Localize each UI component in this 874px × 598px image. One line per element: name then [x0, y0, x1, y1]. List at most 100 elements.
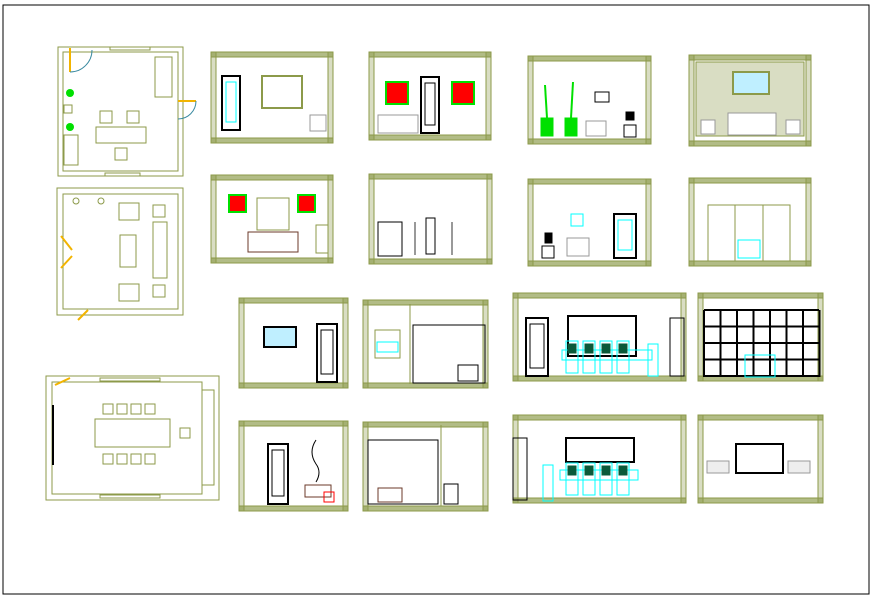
door-leaf — [60, 255, 73, 269]
sliding-door — [707, 204, 791, 262]
ceiling-hatch — [527, 178, 652, 185]
chair-back — [567, 465, 577, 476]
office-elevation-c — [527, 55, 652, 145]
armchair — [99, 110, 113, 124]
wall-hatch-left — [697, 414, 704, 504]
door — [613, 213, 637, 259]
lounge-elevation-b — [368, 173, 493, 265]
chair — [116, 453, 128, 465]
outer-wall — [56, 187, 184, 316]
floor-hatch — [527, 260, 652, 267]
ceiling-hatch — [238, 297, 349, 304]
cabinet — [669, 317, 685, 377]
wall-hatch-right — [327, 51, 334, 144]
elevation-frame — [238, 420, 349, 512]
plant-icon — [66, 89, 74, 97]
door — [420, 76, 440, 134]
cabinet — [512, 437, 528, 501]
wall-hatch-right — [645, 55, 652, 145]
wall-panel — [567, 315, 637, 357]
side-chair — [542, 464, 554, 502]
picture-frame — [732, 71, 770, 95]
elevation-frame — [210, 174, 334, 264]
cabinet-wall — [201, 389, 215, 486]
armchair — [118, 202, 140, 221]
picture-frame — [570, 213, 584, 227]
chair — [102, 403, 114, 415]
picture-frame — [787, 460, 811, 474]
ceiling-hatch — [368, 51, 492, 58]
meeting-elevation-a — [512, 292, 687, 382]
wall-hatch-right — [645, 178, 652, 267]
door-arc-icon — [69, 49, 93, 73]
door-leaf — [77, 309, 89, 321]
wall-panel — [565, 437, 635, 463]
meeting-room-plan — [45, 375, 220, 501]
wall-hatch-left — [238, 297, 245, 389]
ceiling-hatch — [362, 421, 489, 428]
cabinet — [315, 224, 329, 254]
plant-stem — [544, 84, 548, 119]
dining-chair — [565, 462, 579, 496]
picture-frame — [706, 460, 730, 474]
sofa — [154, 56, 173, 98]
armchair — [700, 119, 716, 135]
dining-chair — [582, 462, 596, 496]
wall-hatch-left — [368, 173, 375, 265]
side-chair — [647, 343, 659, 377]
ceiling-hatch — [697, 414, 824, 421]
door-leaf — [60, 235, 73, 251]
window — [99, 494, 161, 499]
plant-vase — [737, 239, 761, 259]
table-with-chair — [744, 354, 776, 378]
wall-hatch-right — [485, 51, 492, 141]
floor-hatch — [238, 505, 349, 512]
side-table — [152, 204, 166, 218]
armchair — [126, 110, 140, 124]
wall-hatch-left — [362, 421, 369, 512]
ceiling-hatch — [210, 51, 334, 58]
window-top — [109, 46, 151, 51]
dining-chair — [582, 340, 596, 374]
wall-hatch-left — [362, 299, 369, 389]
armchair — [309, 114, 327, 132]
side-table — [63, 104, 73, 114]
sheet-border — [2, 4, 870, 595]
plant-vase — [564, 117, 578, 137]
wall-hatch-left — [512, 292, 519, 382]
floor-plans — [45, 46, 220, 501]
chair-back — [618, 343, 628, 354]
elevation-frame — [697, 414, 824, 504]
chair — [130, 403, 142, 415]
floor-hatch — [368, 134, 492, 141]
lamp-icon — [72, 197, 80, 205]
side-table — [623, 124, 637, 138]
wall-hatch-left — [512, 414, 519, 504]
office-elevation-d — [688, 54, 812, 147]
wall-hatch-left — [210, 51, 217, 144]
restroom-elevation-a — [362, 299, 489, 389]
desk — [95, 126, 147, 144]
wall-hatch-left — [238, 420, 245, 512]
chair-back — [584, 465, 594, 476]
office-elevation-b — [368, 51, 492, 141]
door-panel — [225, 81, 237, 123]
sofa — [377, 114, 419, 134]
wall-hatch-left — [210, 174, 217, 264]
tile-wall — [367, 439, 439, 505]
floor-hatch — [368, 258, 493, 265]
elevation-frame — [688, 177, 812, 267]
outer-wall — [45, 375, 220, 501]
door — [221, 75, 241, 131]
wall-hatch-left — [688, 177, 695, 267]
wall-hatch-right — [805, 177, 812, 267]
wall-hatch-right — [680, 414, 687, 504]
floor-hatch — [688, 140, 812, 147]
chest-of-drawers — [377, 221, 403, 257]
lounge-plan — [56, 187, 184, 321]
lamp-icon — [544, 232, 553, 244]
dining-chair — [599, 462, 613, 496]
elevation-frame — [362, 421, 489, 512]
coffee-table — [119, 234, 137, 268]
